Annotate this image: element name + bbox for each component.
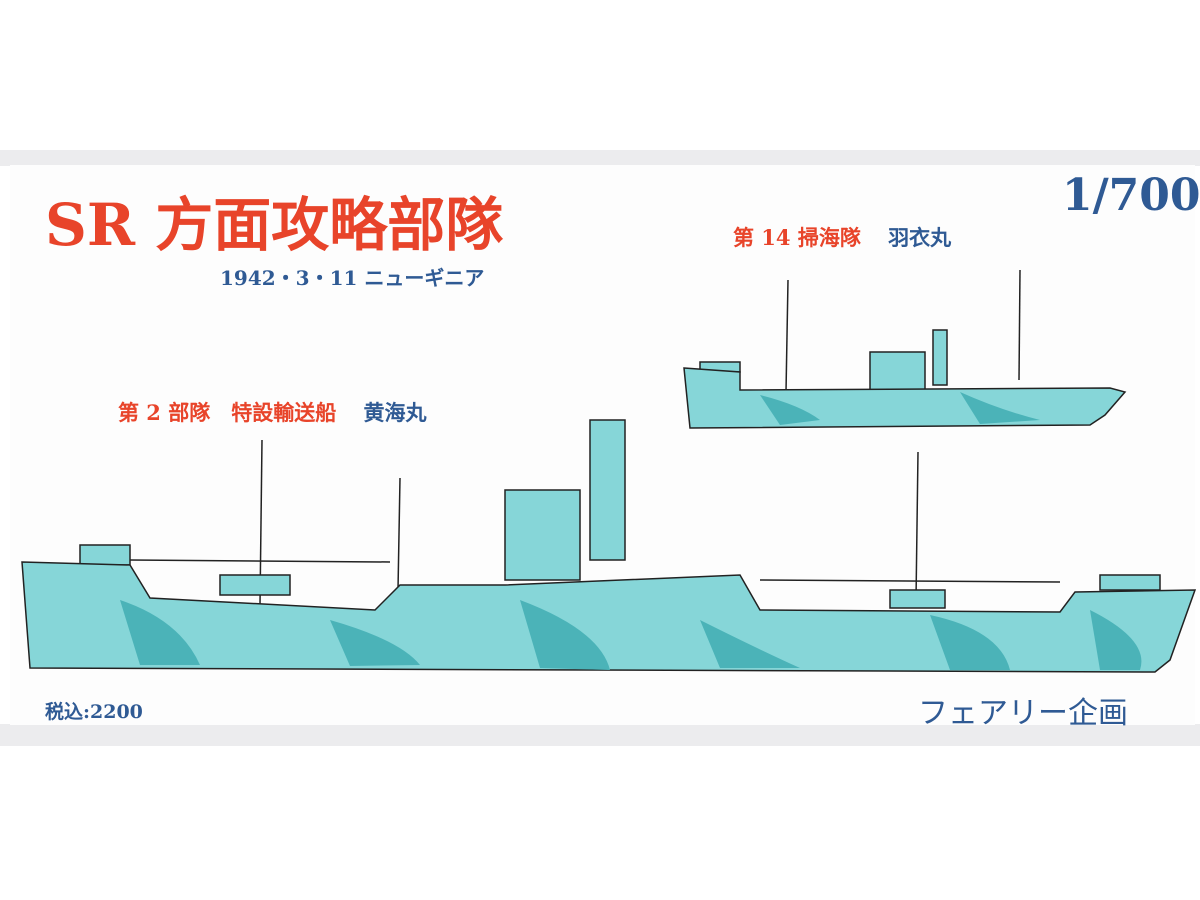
ship2-caption: 第 2 部隊 特設輸送船 黄海丸 (118, 397, 427, 427)
ship2-unit: 第 2 部隊 特設輸送船 (118, 400, 337, 425)
price: 税込:2200 (45, 701, 143, 723)
ship2-name: 黄海丸 (363, 400, 427, 425)
ship1-unit: 第 14 掃海隊 (733, 225, 861, 250)
ship-hagoromo-maru (683, 269, 1127, 429)
date-location: 1942・3・11 ニューギニア (220, 266, 485, 290)
ship1-name: 羽衣丸 (888, 225, 952, 250)
ship1-caption: 第 14 掃海隊 羽衣丸 (733, 222, 951, 252)
maker: フェアリー企画 (918, 696, 1128, 731)
title: SR 方面攻略部隊 (45, 191, 504, 259)
top-band (0, 150, 1200, 166)
scale: 1/700 (1062, 170, 1200, 221)
ship-kokai-maru (21, 419, 1197, 673)
bottom-band (0, 724, 1200, 746)
